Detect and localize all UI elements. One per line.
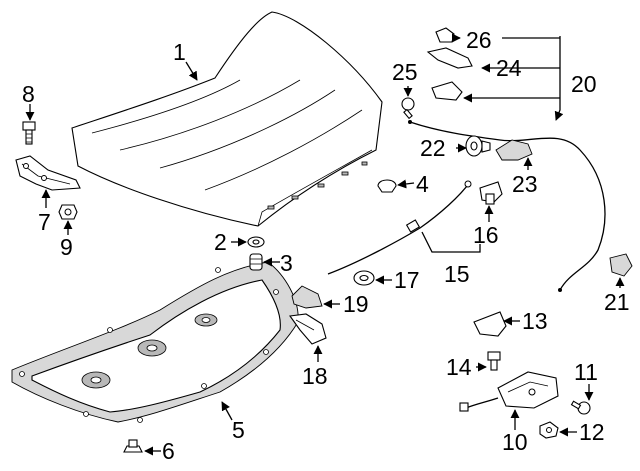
callout-21: 21 bbox=[604, 289, 630, 315]
callout-12: 12 bbox=[579, 419, 605, 445]
bracket-24 bbox=[426, 47, 473, 69]
callout-22: 22 bbox=[420, 135, 446, 161]
callout-6: 6 bbox=[162, 438, 175, 464]
nut-12 bbox=[539, 421, 559, 439]
callout-2: 2 bbox=[214, 229, 227, 255]
callout-4: 4 bbox=[416, 171, 429, 197]
callout-8: 8 bbox=[22, 81, 35, 107]
bolt-25 bbox=[401, 97, 415, 120]
callout-10: 10 bbox=[502, 429, 528, 455]
callout-3: 3 bbox=[280, 250, 293, 276]
callout-1: 1 bbox=[173, 39, 186, 65]
clip-19 bbox=[291, 285, 323, 309]
bracket-13 bbox=[473, 311, 507, 337]
hood-hinge bbox=[15, 155, 81, 191]
callout-25: 25 bbox=[392, 59, 418, 85]
callout-13: 13 bbox=[522, 308, 548, 334]
bolt-8 bbox=[22, 121, 36, 145]
callout-numbers: 1 2 3 4 5 6 7 8 9 10 11 12 13 14 15 16 1… bbox=[22, 27, 630, 464]
grommet-17 bbox=[353, 270, 375, 286]
clip-6 bbox=[123, 439, 143, 453]
callout-16: 16 bbox=[473, 222, 499, 248]
washer-2 bbox=[247, 236, 265, 248]
callout-23: 23 bbox=[512, 171, 538, 197]
plug-4 bbox=[377, 179, 397, 193]
callout-15: 15 bbox=[444, 261, 470, 287]
bolt-11 bbox=[570, 400, 591, 415]
callout-18: 18 bbox=[302, 363, 328, 389]
hood-latch-10 bbox=[459, 371, 559, 412]
callout-26: 26 bbox=[466, 27, 492, 53]
callout-20: 20 bbox=[571, 71, 597, 97]
bolt-14 bbox=[487, 351, 501, 371]
callout-17: 17 bbox=[394, 267, 420, 293]
callout-5: 5 bbox=[232, 417, 245, 443]
callout-11: 11 bbox=[574, 359, 598, 385]
bracket-lower-20 bbox=[431, 81, 463, 101]
bracket-18 bbox=[289, 313, 327, 345]
support-rod bbox=[327, 180, 472, 275]
leader-lines bbox=[25, 33, 625, 456]
callout-7: 7 bbox=[38, 209, 51, 235]
callout-24: 24 bbox=[496, 55, 522, 81]
nut-9 bbox=[58, 204, 78, 220]
callout-14: 14 bbox=[446, 354, 472, 380]
cable-bracket-21 bbox=[609, 253, 633, 277]
nut-26 bbox=[435, 27, 455, 43]
grommet-22 bbox=[465, 135, 491, 157]
release-handle-23 bbox=[495, 139, 533, 161]
callout-9: 9 bbox=[60, 234, 73, 260]
callout-19: 19 bbox=[343, 291, 369, 317]
hood-panel bbox=[71, 11, 383, 227]
bumper-3 bbox=[249, 253, 263, 271]
hood-insulator bbox=[11, 261, 299, 423]
rod-holder-16 bbox=[479, 181, 503, 205]
